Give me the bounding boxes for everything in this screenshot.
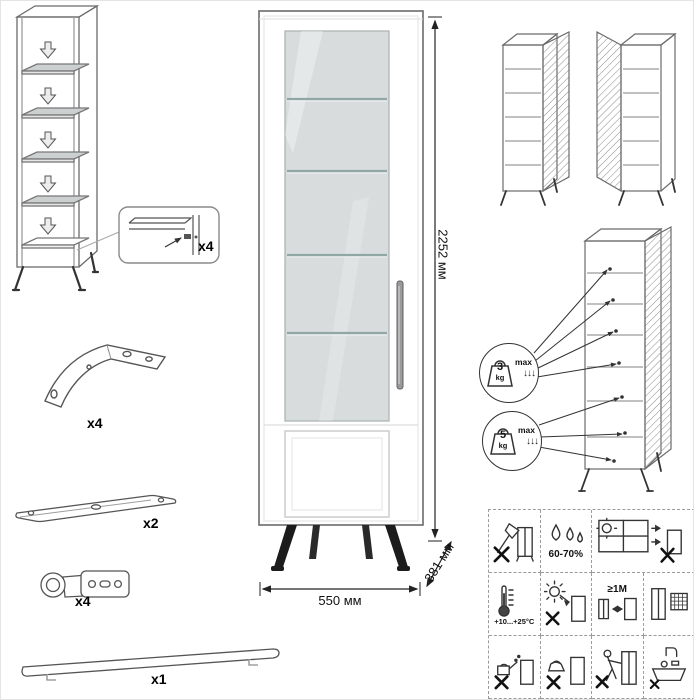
- load-arrows-upper: [533, 269, 617, 378]
- shelf-pin-qty: x4: [198, 238, 214, 254]
- grille-pictogram: [650, 588, 688, 620]
- weight-icon: [490, 428, 516, 455]
- no-watering-pictogram: [494, 654, 535, 690]
- rail-qty: x2: [143, 515, 159, 531]
- base-load-value: 5: [499, 429, 507, 441]
- sink-pictogram: [649, 647, 687, 690]
- care-icon-sink: [643, 636, 693, 699]
- width-dimension: 550 мм: [318, 593, 362, 608]
- care-icon-no-impact: [489, 510, 541, 573]
- connecting-rail-drawing: [15, 494, 177, 523]
- care-icon-no-direct-sunlight: [540, 573, 592, 636]
- door-handle: [396, 280, 404, 390]
- bottom-door: [284, 430, 390, 518]
- carcass-assembly-drawing: [11, 4, 100, 292]
- temperature-range-text: +10...+25°С: [494, 616, 535, 626]
- care-icon-ventilation-grille: [643, 573, 693, 636]
- load-arrows-lower: [538, 397, 623, 462]
- care-icon-heater-distance: ≥1M: [592, 573, 644, 636]
- base-load-unit: kg: [498, 441, 508, 450]
- care-icon-ventilation: [592, 510, 693, 573]
- base-load-limit-callout: 5 kg max ↓↓↓: [482, 411, 542, 471]
- care-icons-grid: 60-70%: [488, 509, 693, 699]
- no-abrasives-pictogram: [546, 656, 585, 690]
- cabinet-legs: [271, 525, 410, 571]
- down-arrows-icon: ↓↓↓: [523, 368, 536, 379]
- leg-bracket-qty: x4: [87, 415, 103, 431]
- no-impact-pictogram: [493, 522, 535, 563]
- door-variant-right-drawing: [596, 30, 677, 206]
- do-not-drag-pictogram: [595, 649, 638, 689]
- care-icon-no-abrasives: [540, 636, 592, 699]
- hinge-qty: x4: [75, 593, 91, 609]
- handle-part-drawing: [21, 648, 280, 681]
- glass-door: [284, 30, 390, 422]
- weight-icon: [487, 360, 513, 387]
- care-icon-do-not-drag: [592, 636, 644, 699]
- min-distance-text: ≥1M: [607, 583, 627, 595]
- glass-shelves: [287, 97, 387, 335]
- water-drops-icon: [551, 523, 583, 543]
- shelf-insert-arrows: [39, 41, 57, 235]
- hinge-drawing: [40, 570, 130, 598]
- care-icon-no-water: [489, 636, 541, 699]
- sun-cabinet-pictogram: [543, 580, 586, 626]
- height-dimension: 2252 мм: [435, 229, 451, 280]
- shelf-load-unit: kg: [495, 373, 505, 382]
- shelf-load-max-label: max: [514, 357, 532, 367]
- care-icon-temperature: +10...+25°С: [489, 573, 541, 636]
- distance-pictogram: [598, 597, 638, 620]
- down-arrows-icon: ↓↓↓: [526, 436, 539, 447]
- leg-bracket-drawing: [44, 344, 167, 408]
- base-load-max-label: max: [517, 425, 535, 435]
- handle-qty: x1: [151, 671, 167, 687]
- main-cabinet-drawing: [258, 10, 424, 571]
- shelf-load-value: 3: [496, 361, 504, 373]
- care-icon-humidity: 60-70%: [540, 510, 592, 573]
- load-limit-cabinet-drawing: [533, 225, 672, 492]
- thermometer-icon: [498, 585, 514, 617]
- shelf-pin-detail-callout: [76, 206, 220, 264]
- door-variant-left-drawing: [500, 31, 570, 206]
- shelf-load-limit-callout: 3 kg max ↓↓↓: [479, 343, 539, 403]
- window-ventilation-pictogram: [596, 517, 682, 563]
- dimension-lines: [259, 16, 452, 596]
- humidity-range-text: 60-70%: [548, 548, 583, 560]
